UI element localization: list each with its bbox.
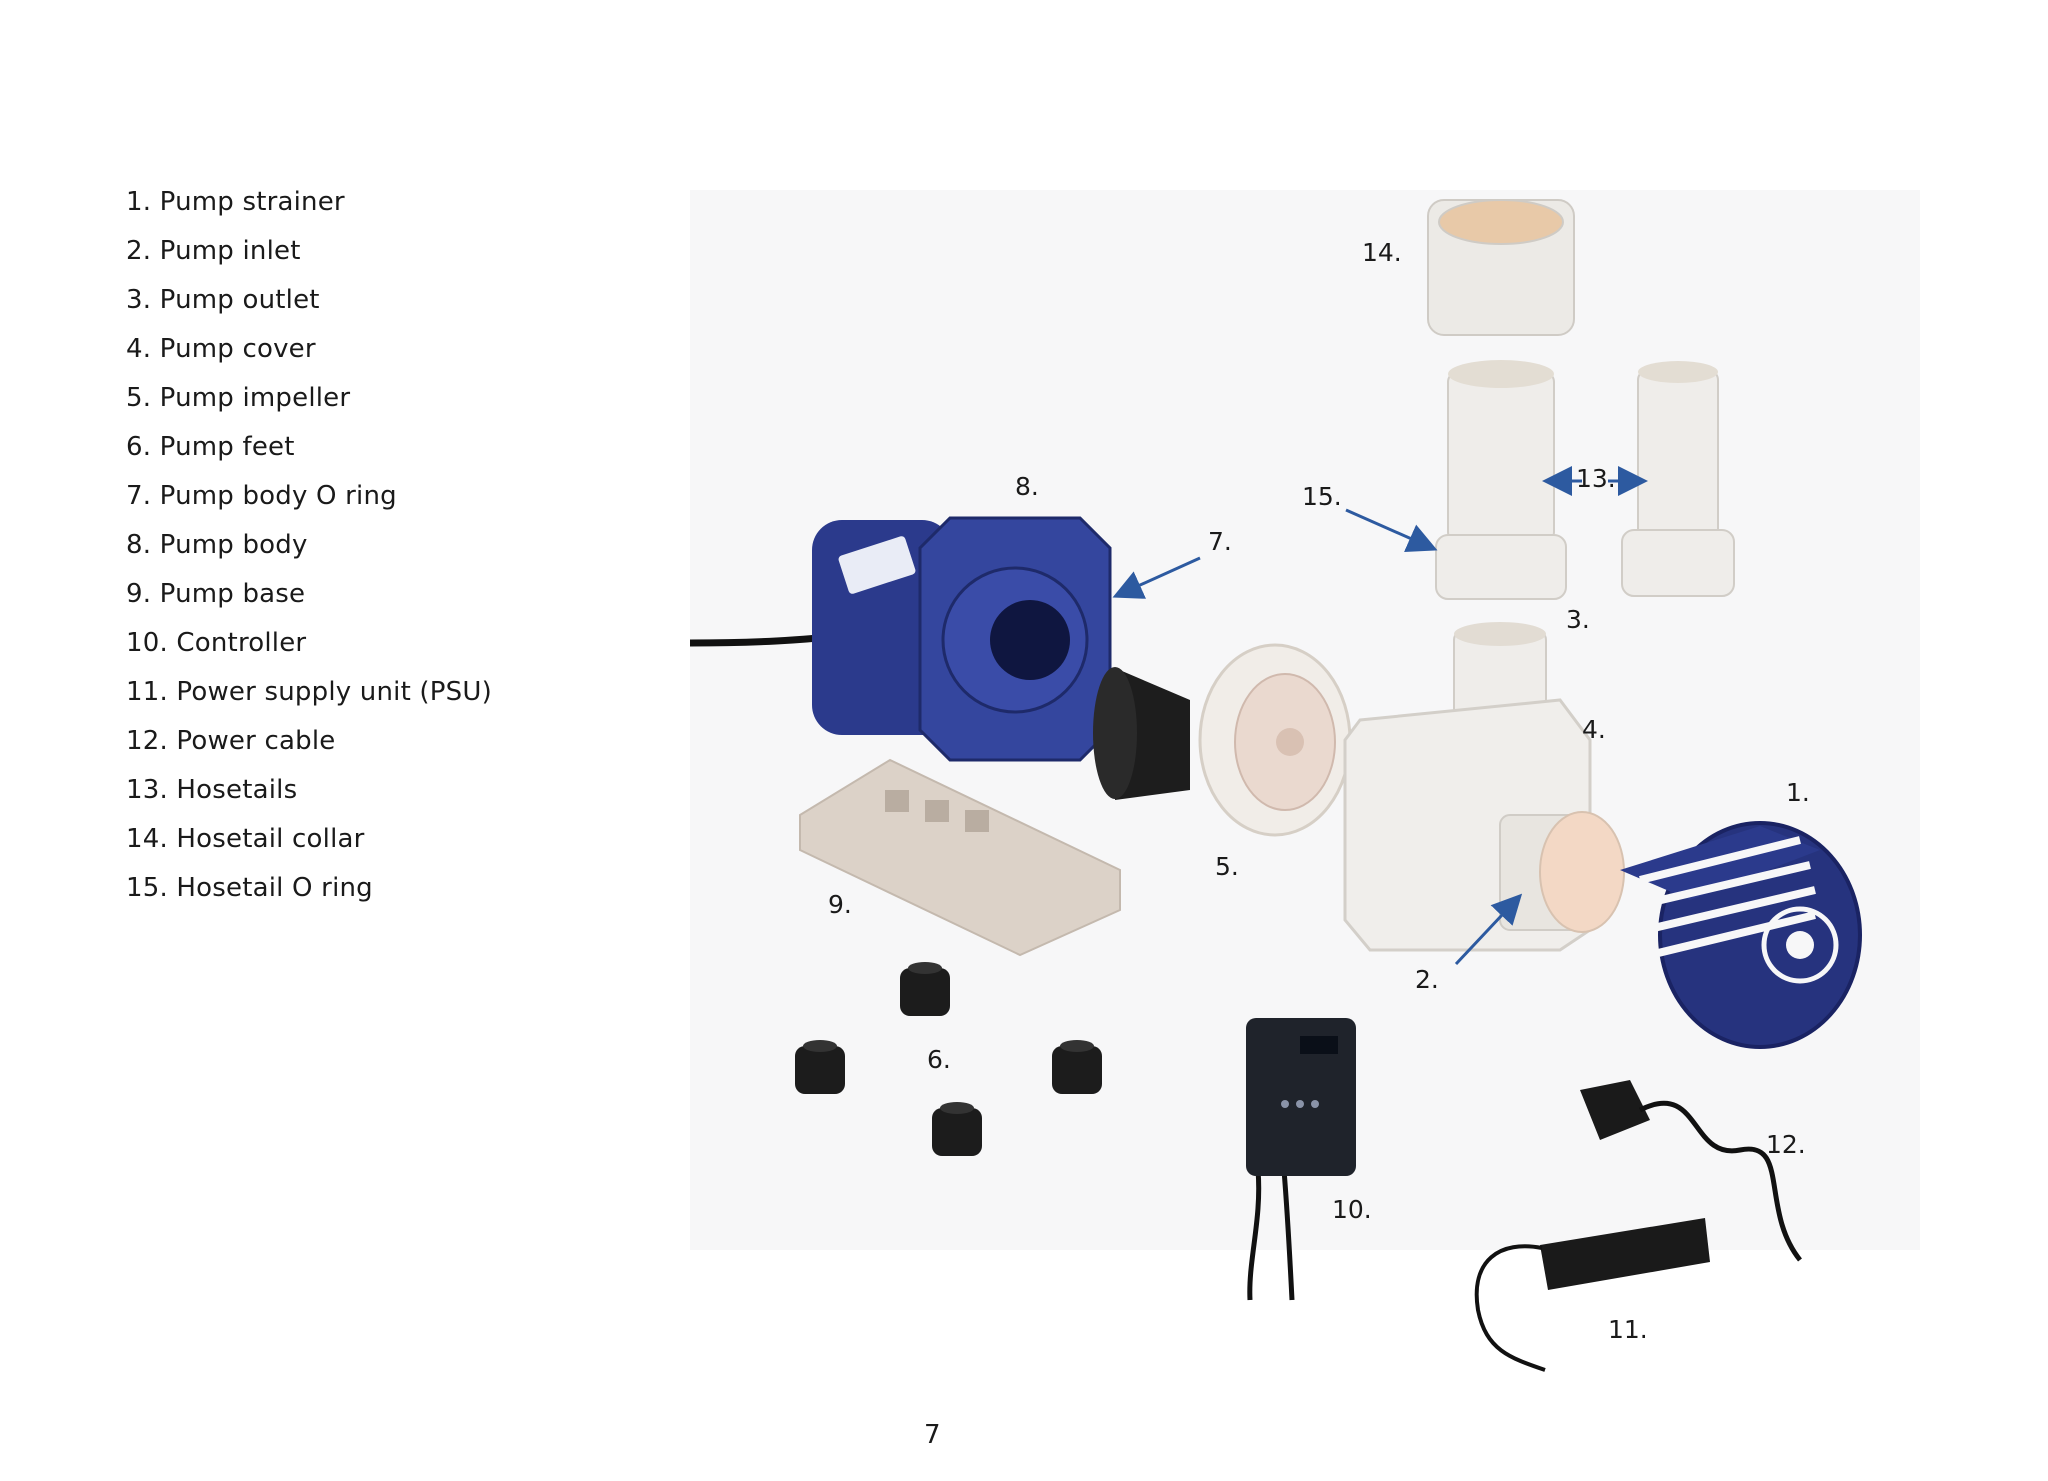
- callout-8: 8.: [1015, 472, 1039, 501]
- parts-list-item: 3. Pump outlet: [126, 285, 320, 315]
- callout-4: 4.: [1582, 715, 1606, 744]
- hosetail-collar-part: [1427, 199, 1575, 336]
- page-number: 7: [924, 1420, 941, 1450]
- parts-list-item: 14. Hosetail collar: [126, 824, 365, 854]
- parts-list-item: 6. Pump feet: [126, 432, 295, 462]
- pump-strainer-part: [1620, 821, 1862, 1049]
- callout-1: 1.: [1786, 778, 1810, 807]
- parts-list-item: 9. Pump base: [126, 579, 306, 609]
- callout-2: 2.: [1415, 965, 1439, 994]
- hosetail-part: [1621, 361, 1735, 597]
- parts-list-item: 15. Hosetail O ring: [126, 873, 373, 903]
- pump-base-part: [799, 758, 1121, 957]
- callout-11: 11.: [1608, 1315, 1648, 1344]
- callout-13: 13.: [1576, 464, 1616, 493]
- parts-list-item: 4. Pump cover: [126, 334, 316, 364]
- callout-5: 5.: [1215, 852, 1239, 881]
- callout-10: 10.: [1332, 1195, 1372, 1224]
- callout-arrows: [1112, 466, 1648, 966]
- parts-list-item: 13. Hosetails: [126, 775, 298, 805]
- callout-15: 15.: [1302, 482, 1342, 511]
- arrow-15: [1345, 508, 1438, 553]
- pump-body-part: [689, 516, 1112, 762]
- power-cable-part: [1580, 1080, 1802, 1262]
- arrow-7: [1112, 556, 1201, 599]
- pump-impeller-part: [1093, 643, 1352, 837]
- controller-part: [1246, 1018, 1356, 1301]
- callout-3: 3.: [1566, 605, 1590, 634]
- parts-list-item: 8. Pump body: [126, 530, 308, 560]
- callout-14: 14.: [1362, 238, 1402, 267]
- callout-6: 6.: [927, 1045, 951, 1074]
- callout-12: 12.: [1766, 1130, 1806, 1159]
- pump-feet-part: [795, 962, 1102, 1156]
- pump-cover-part: [1343, 622, 1625, 952]
- power-supply-unit-part: [1474, 1218, 1710, 1372]
- parts-list-item: 11. Power supply unit (PSU): [126, 677, 492, 707]
- arrow-2: [1454, 893, 1523, 966]
- parts-list-item: 5. Pump impeller: [126, 383, 351, 413]
- parts-list-item: 10. Controller: [126, 628, 307, 658]
- parts-list: 1. Pump strainer 2. Pump inlet 3. Pump o…: [126, 178, 492, 913]
- parts-list-item: 2. Pump inlet: [126, 236, 301, 266]
- parts-list-item: 1. Pump strainer: [126, 187, 345, 217]
- parts-list-item: 12. Power cable: [126, 726, 336, 756]
- parts-list-item: 7. Pump body O ring: [126, 481, 397, 511]
- callout-7: 7.: [1208, 527, 1232, 556]
- hosetail-o-ring-part: [1435, 360, 1567, 600]
- callout-9: 9.: [828, 890, 852, 919]
